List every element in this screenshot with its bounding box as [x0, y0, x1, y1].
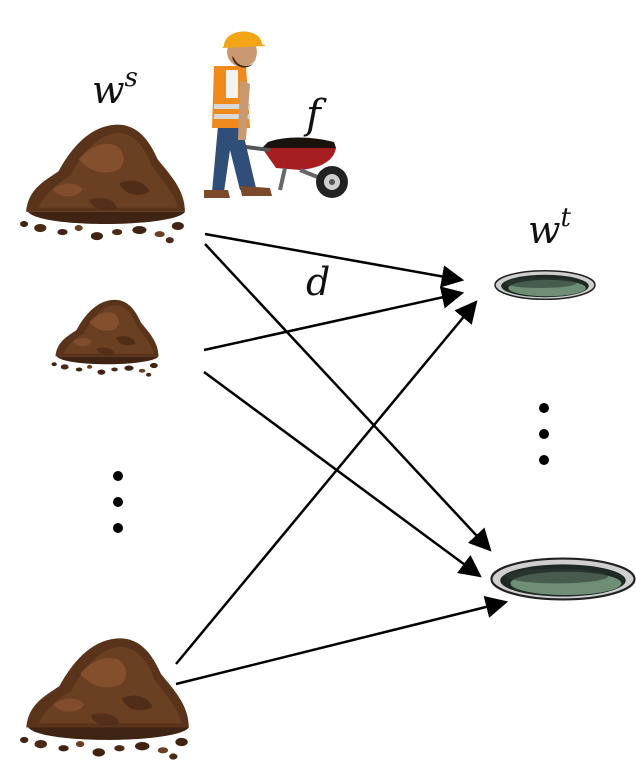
worker-with-wheelbarrow-icon: [204, 31, 348, 198]
svg-text:wt: wt: [528, 203, 572, 252]
source-piles: [20, 124, 189, 760]
arrow-pile1-hole2: [204, 243, 492, 552]
arrow-pile3-hole2: [175, 595, 509, 686]
arrow-pile3-hole1: [175, 300, 478, 665]
target-weight-sup: t: [561, 203, 572, 233]
label-flow: f: [303, 92, 327, 138]
source-weight-sup: s: [125, 63, 138, 93]
dirt-pile-icon: [51, 299, 159, 377]
label-target-weights: wt: [528, 203, 572, 252]
arrow-pile2-hole1: [203, 286, 465, 352]
label-distance: d: [306, 260, 330, 304]
target-holes: [490, 269, 636, 601]
target-weight-base: w: [528, 208, 561, 252]
dirt-pile-icon: [20, 124, 185, 244]
source-weight-base: w: [92, 68, 125, 112]
hole-icon: [490, 557, 636, 601]
arrow-pile2-hole2: [203, 370, 482, 578]
hole-icon: [494, 269, 596, 301]
dirt-pile-icon: [20, 638, 189, 760]
arrow-pile1-hole1: [204, 232, 465, 288]
target-ellipsis: [539, 403, 549, 465]
source-ellipsis: [113, 471, 123, 533]
label-source-weights: ws: [92, 63, 138, 112]
transport-arrows: [175, 232, 509, 686]
svg-text:ws: ws: [92, 63, 138, 112]
